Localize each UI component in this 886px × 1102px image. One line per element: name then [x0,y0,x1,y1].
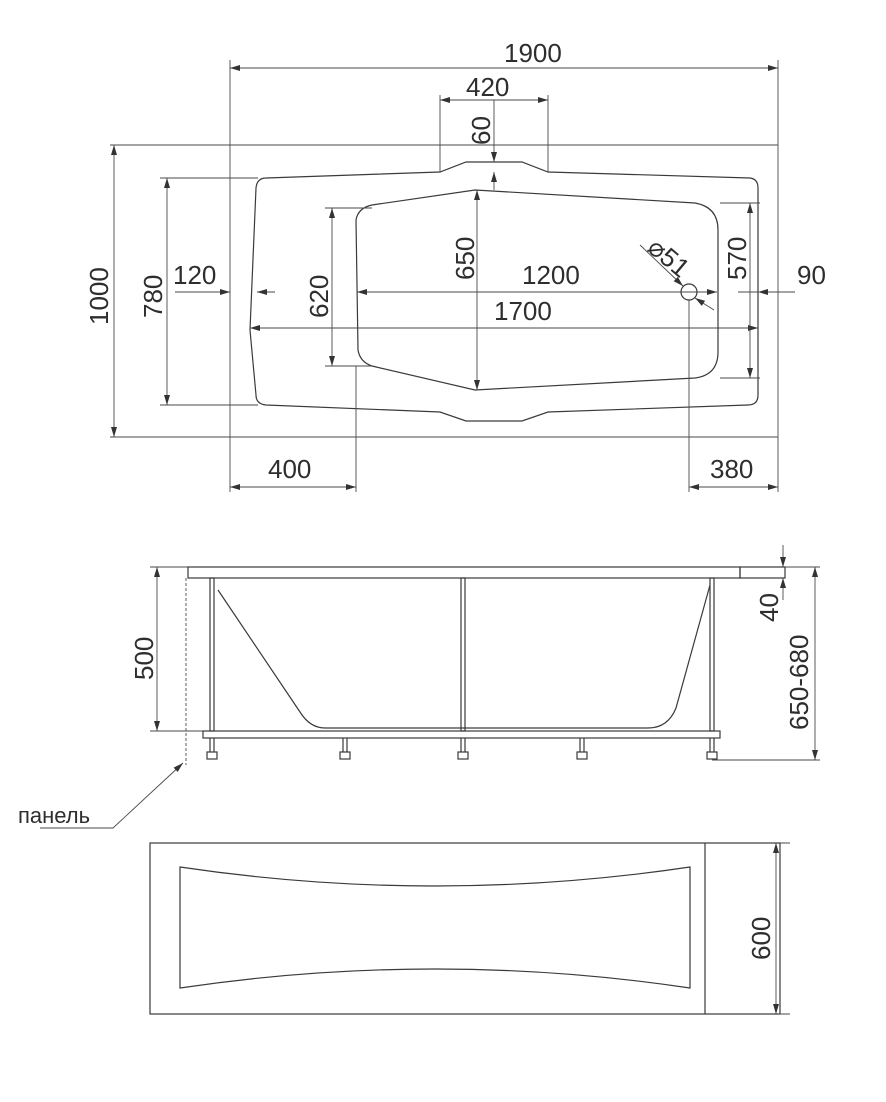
dim-650-680: 650-680 [784,635,814,730]
dim-500: 500 [129,637,159,680]
tub-bowl-profile [217,584,711,729]
dim-400: 400 [268,454,311,484]
dim-780: 780 [138,275,168,318]
dim-620: 620 [304,275,334,318]
front-panel [149,842,781,1015]
dim-570: 570 [722,237,752,280]
panel-decor-shape [179,866,691,989]
dim-90: 90 [797,260,826,290]
support-feet [206,738,718,760]
dim-drain-diameter: ⌀51 [642,232,695,284]
dim-120: 120 [173,260,216,290]
frame-base [202,730,721,739]
dim-1700: 1700 [494,296,552,326]
dim-600: 600 [746,917,776,960]
dim-380: 380 [710,454,753,484]
panel-view: 600 [149,842,790,1015]
frame-posts [209,577,715,732]
top-view: 1900 420 60 1000 780 120 620 650 1200 ⌀5… [84,38,826,492]
panel-label: панель [18,803,90,828]
dim-650: 650 [450,237,480,280]
tub-rim-outline [249,161,759,422]
dim-1200: 1200 [522,260,580,290]
dim-1900: 1900 [504,38,562,68]
drain-hole [680,283,698,301]
outer-outline [110,60,779,492]
dim-line-drain [639,244,684,287]
bowl-outline [355,189,719,391]
dim-40: 40 [754,593,784,622]
tub-rim [187,566,741,579]
dim-420: 420 [466,72,509,102]
dim-1000: 1000 [84,267,114,325]
side-view: панель 500 40 650-680 [18,545,820,829]
dim-60: 60 [466,116,496,145]
panel-leader [40,762,184,829]
